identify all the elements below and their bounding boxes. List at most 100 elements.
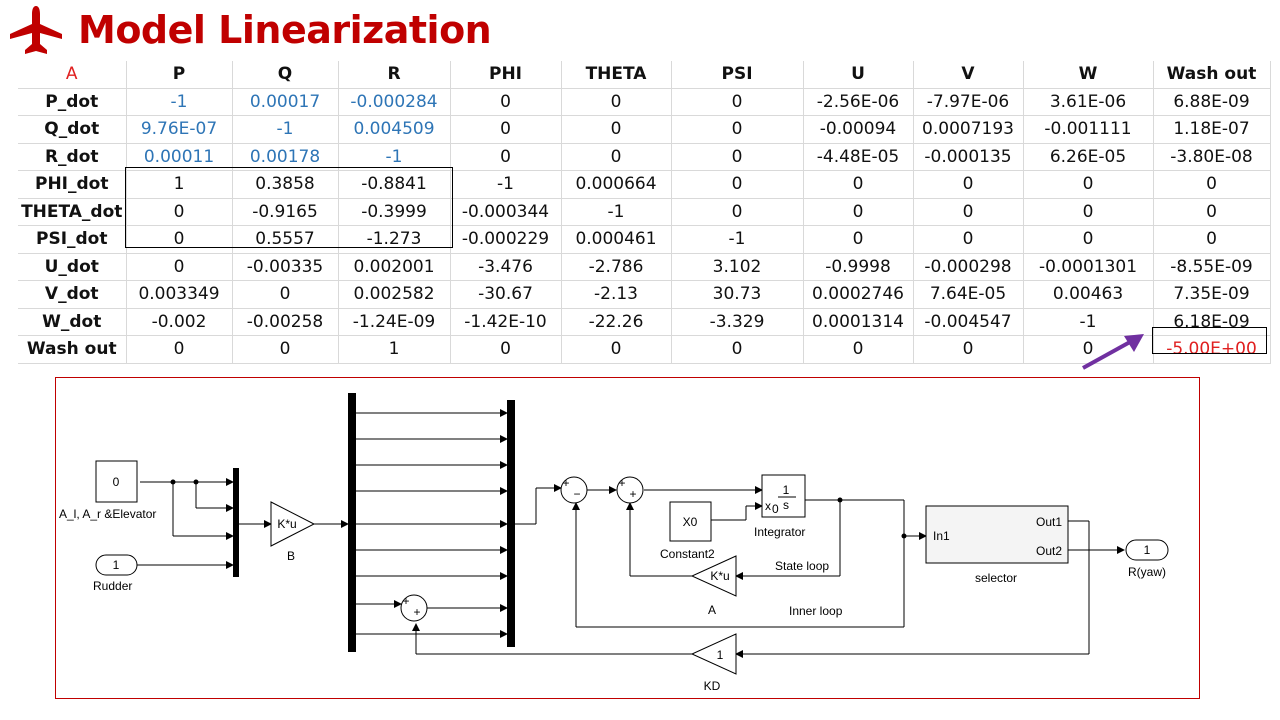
matrix-cell[interactable]: 0 [450, 335, 562, 364]
x0-constant-block[interactable]: X0 [669, 501, 712, 542]
row-header[interactable]: Wash out [18, 335, 127, 364]
matrix-cell[interactable]: 0.5557 [232, 225, 339, 254]
matrix-cell[interactable]: 0.0007193 [913, 115, 1024, 144]
matrix-cell[interactable]: 1.18E-07 [1153, 115, 1271, 144]
row-header[interactable]: W_dot [18, 308, 127, 336]
matrix-cell[interactable]: 6.18E-09 [1153, 308, 1271, 336]
column-header[interactable]: U [803, 61, 914, 89]
matrix-cell[interactable]: 0 [913, 198, 1024, 226]
matrix-cell[interactable]: -1 [338, 143, 451, 171]
mux-bar-states[interactable] [507, 400, 515, 647]
matrix-cell[interactable]: -7.97E-06 [913, 88, 1024, 116]
matrix-cell[interactable]: -0.002 [126, 308, 233, 336]
matrix-cell[interactable]: 0 [561, 143, 672, 171]
matrix-cell[interactable]: 0 [1153, 225, 1271, 254]
matrix-cell[interactable]: 0 [1153, 198, 1271, 226]
matrix-cell[interactable]: -1 [126, 88, 233, 116]
matrix-cell[interactable]: -0.9998 [803, 253, 914, 281]
matrix-cell[interactable]: 3.102 [671, 253, 804, 281]
matrix-cell[interactable]: 7.35E-09 [1153, 280, 1271, 309]
matrix-cell[interactable]: -0.000135 [913, 143, 1024, 171]
row-header[interactable]: PHI_dot [18, 170, 127, 199]
matrix-cell[interactable]: 0 [671, 335, 804, 364]
matrix-cell[interactable]: 0.0001314 [803, 308, 914, 336]
matrix-cell[interactable]: -3.329 [671, 308, 804, 336]
matrix-cell[interactable]: 3.61E-06 [1023, 88, 1154, 116]
matrix-cell[interactable]: 0 [561, 335, 672, 364]
matrix-cell[interactable]: -1.42E-10 [450, 308, 562, 336]
matrix-cell[interactable]: 0 [450, 115, 562, 144]
matrix-cell[interactable]: 0 [232, 335, 339, 364]
sum-block-feedback[interactable]: + + [400, 594, 428, 622]
row-header[interactable]: THETA_dot [18, 198, 127, 226]
matrix-cell[interactable]: 0 [913, 225, 1024, 254]
matrix-cell[interactable]: 0.002001 [338, 253, 451, 281]
matrix-cell[interactable]: -2.13 [561, 280, 672, 309]
matrix-cell[interactable]: 0 [450, 143, 562, 171]
matrix-cell[interactable]: 0.00017 [232, 88, 339, 116]
gain-b-block[interactable]: K*u [270, 501, 316, 547]
matrix-cell[interactable]: 0 [126, 225, 233, 254]
matrix-cell[interactable]: 0 [803, 335, 914, 364]
matrix-cell[interactable]: -0.000344 [450, 198, 562, 226]
matrix-cell[interactable]: 0 [671, 115, 804, 144]
matrix-cell[interactable]: 1 [126, 170, 233, 199]
column-header[interactable]: Q [232, 61, 339, 89]
matrix-cell[interactable]: -3.476 [450, 253, 562, 281]
matrix-cell[interactable]: -1.273 [338, 225, 451, 254]
matrix-cell[interactable]: -1 [1023, 308, 1154, 336]
matrix-cell[interactable]: -0.00094 [803, 115, 914, 144]
matrix-cell[interactable]: -1 [671, 225, 804, 254]
matrix-cell[interactable]: 0.003349 [126, 280, 233, 309]
matrix-cell[interactable]: -0.00258 [232, 308, 339, 336]
matrix-cell[interactable]: 0.000664 [561, 170, 672, 199]
matrix-cell[interactable]: 0 [1023, 198, 1154, 226]
matrix-cell[interactable]: -1 [561, 198, 672, 226]
matrix-cell[interactable]: -0.000284 [338, 88, 451, 116]
constant-block[interactable]: 0 [95, 460, 138, 503]
demux-bar[interactable] [348, 393, 356, 652]
matrix-cell[interactable]: 0.0002746 [803, 280, 914, 309]
matrix-cell[interactable]: 0 [126, 335, 233, 364]
matrix-cell[interactable]: -0.9165 [232, 198, 339, 226]
matrix-cell[interactable]: 6.88E-09 [1153, 88, 1271, 116]
matrix-cell[interactable]: 0.00011 [126, 143, 233, 171]
matrix-cell[interactable]: -0.004547 [913, 308, 1024, 336]
matrix-cell[interactable]: 0 [803, 225, 914, 254]
matrix-cell[interactable]: 7.64E-05 [913, 280, 1024, 309]
matrix-cell[interactable]: 0 [803, 170, 914, 199]
matrix-cell[interactable]: -30.67 [450, 280, 562, 309]
matrix-cell[interactable]: -1 [450, 170, 562, 199]
matrix-cell[interactable]: -1.24E-09 [338, 308, 451, 336]
matrix-cell[interactable]: -0.8841 [338, 170, 451, 199]
matrix-cell[interactable]: 0 [561, 115, 672, 144]
matrix-cell[interactable]: -0.00335 [232, 253, 339, 281]
row-header[interactable]: PSI_dot [18, 225, 127, 254]
rudder-inport[interactable]: 1 [95, 554, 138, 576]
matrix-cell[interactable]: 6.26E-05 [1023, 143, 1154, 171]
matrix-cell[interactable]: 0.004509 [338, 115, 451, 144]
matrix-cell[interactable]: 1 [338, 335, 451, 364]
matrix-cell[interactable]: 0 [1023, 170, 1154, 199]
column-header[interactable]: R [338, 61, 451, 89]
matrix-cell[interactable]: -1 [232, 115, 339, 144]
mux-bar-input[interactable] [233, 468, 239, 577]
matrix-cell[interactable]: -0.0001301 [1023, 253, 1154, 281]
sum-block-inner[interactable]: + − [560, 476, 588, 504]
column-header[interactable]: PHI [450, 61, 562, 89]
matrix-cell[interactable]: 0.000461 [561, 225, 672, 254]
selector-subsystem[interactable]: In1 Out1 Out2 [925, 505, 1069, 564]
matrix-cell[interactable]: -0.000298 [913, 253, 1024, 281]
matrix-cell[interactable]: 30.73 [671, 280, 804, 309]
matrix-cell[interactable]: 0 [803, 198, 914, 226]
row-header[interactable]: V_dot [18, 280, 127, 309]
matrix-cell[interactable]: -3.80E-08 [1153, 143, 1271, 171]
matrix-cell[interactable]: 0 [913, 170, 1024, 199]
matrix-cell[interactable]: -8.55E-09 [1153, 253, 1271, 281]
column-header[interactable]: PSI [671, 61, 804, 89]
matrix-cell[interactable]: 0 [1023, 225, 1154, 254]
matrix-cell[interactable]: 0.00178 [232, 143, 339, 171]
column-header[interactable]: P [126, 61, 233, 89]
yaw-outport[interactable]: 1 [1125, 539, 1169, 561]
matrix-cell[interactable]: -0.001111 [1023, 115, 1154, 144]
